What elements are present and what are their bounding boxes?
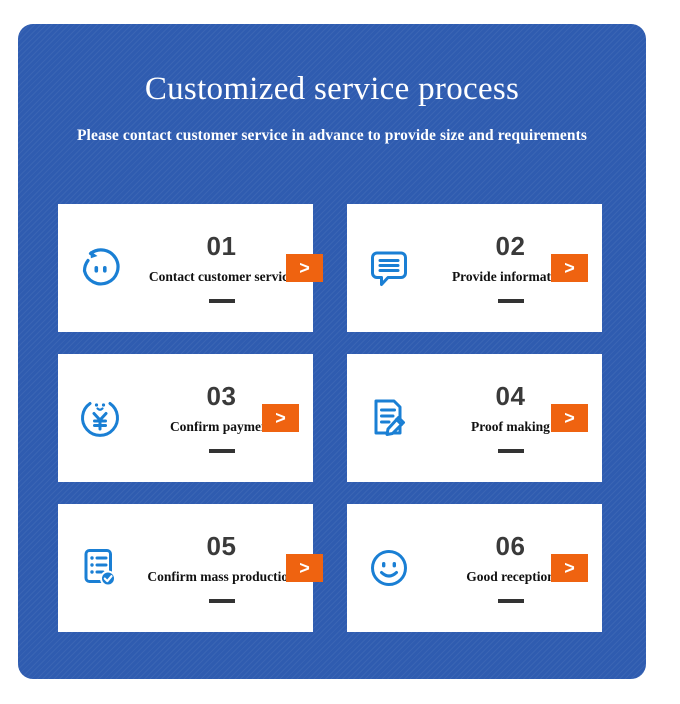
- step-card-body: 04 Proof making: [417, 383, 602, 454]
- smiley-face-icon: [361, 540, 417, 596]
- step-divider-dash: [208, 449, 235, 454]
- step-card-02[interactable]: 02 Provide information >: [347, 204, 602, 332]
- step-number: 06: [495, 530, 526, 561]
- step-number: 01: [206, 230, 237, 261]
- step-divider-dash: [497, 299, 524, 304]
- step-card-05[interactable]: 05 Confirm mass production >: [58, 504, 323, 632]
- step-label: Contact customer service: [148, 268, 295, 284]
- page-subtitle: Please contact customer service in advan…: [76, 127, 588, 145]
- step-label: Proof making: [471, 418, 550, 434]
- step-divider-dash: [208, 599, 235, 604]
- step-card-body: 05 Confirm mass production: [128, 533, 313, 604]
- step-arrow-button[interactable]: >: [286, 254, 323, 282]
- step-card-04[interactable]: 04 Proof making >: [347, 354, 602, 482]
- step-arrow-button[interactable]: >: [262, 404, 299, 432]
- step-card-body: 03 Confirm payment: [128, 383, 313, 454]
- step-label: Confirm mass production: [147, 568, 296, 584]
- step-arrow-button[interactable]: >: [551, 254, 588, 282]
- step-number: 03: [206, 380, 237, 411]
- service-process-panel: Customized service process Please contac…: [18, 24, 646, 679]
- step-divider-dash: [497, 449, 524, 454]
- step-card-01[interactable]: 01 Contact customer service >: [58, 204, 323, 332]
- steps-grid: 01 Contact customer service >: [58, 204, 606, 632]
- panel-header: Customized service process Please contac…: [18, 24, 646, 145]
- step-number: 04: [495, 380, 526, 411]
- step-card-body: 01 Contact customer service: [128, 233, 313, 304]
- step-divider-dash: [208, 299, 235, 304]
- step-divider-dash: [497, 599, 524, 604]
- step-label: Provide information: [451, 268, 570, 284]
- step-arrow-button[interactable]: >: [551, 404, 588, 432]
- step-card-06[interactable]: 06 Good reception >: [347, 504, 602, 632]
- step-arrow-button[interactable]: >: [551, 554, 588, 582]
- step-arrow-button[interactable]: >: [286, 554, 323, 582]
- page-title: Customized service process: [144, 71, 520, 107]
- step-card-body: 02 Provide information: [417, 233, 602, 304]
- step-number: 05: [206, 530, 237, 561]
- document-pencil-icon: [361, 390, 417, 446]
- customer-service-face-icon: [72, 240, 128, 296]
- step-number: 02: [495, 230, 526, 261]
- step-label: Confirm payment: [169, 418, 274, 434]
- checklist-check-icon: [72, 540, 128, 596]
- step-card-body: 06 Good reception: [417, 533, 602, 604]
- step-card-03[interactable]: 03 Confirm payment >: [58, 354, 313, 482]
- step-label: Good reception: [466, 568, 555, 584]
- speech-bubble-lines-icon: [361, 240, 417, 296]
- yen-coin-icon: [72, 390, 128, 446]
